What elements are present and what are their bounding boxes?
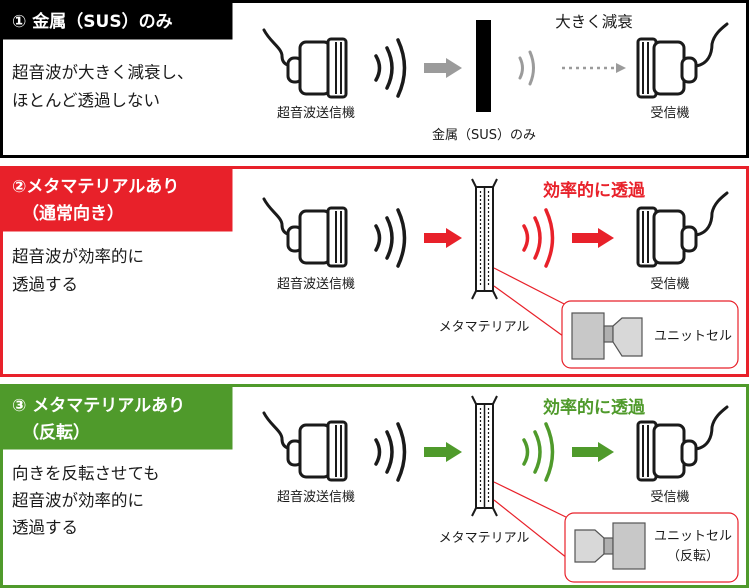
panel-sus: ① 金属（SUS）のみ 超音波が大きく減衰し、 ほとんど透過しない 超音波送信機… — [0, 0, 749, 158]
unit-cell-icon — [571, 312, 643, 360]
transmitter-label: 超音波送信機 — [277, 489, 355, 505]
panel-meta-reverse: ③ メタマテリアルあり （反転） 向きを反転させても 超音波が効率的に 透過する… — [0, 384, 749, 588]
panel-meta-normal: ②メタマテリアルあり （通常向き） 超音波が効率的に 透過する 超音波送信機 メ… — [0, 166, 749, 377]
panel-description-line: 超音波が効率的に — [12, 247, 144, 266]
panel-header-text: （通常向き） — [22, 203, 124, 224]
arrow-right-icon — [424, 58, 462, 78]
unit-cell-reversed-icon — [574, 522, 646, 570]
sound-waves-icon — [374, 422, 407, 482]
panel-header — [1, 1, 233, 40]
unit-cell-label: （反転） — [667, 549, 719, 564]
callout-line — [493, 481, 573, 521]
arrow-right-icon — [572, 442, 614, 462]
sound-waves-icon — [374, 208, 407, 268]
panel-header-text: ③ メタマテリアルあり — [12, 396, 185, 416]
barrier-label: メタマテリアル — [439, 320, 530, 335]
callout-box — [561, 300, 739, 369]
arrow-right-icon — [424, 228, 462, 248]
barrier-label: 金属（SUS）のみ — [432, 127, 536, 143]
transmitter-label: 超音波送信機 — [277, 105, 355, 121]
panel-description-line: 超音波が効率的に — [12, 491, 144, 510]
metal-barrier — [476, 20, 491, 112]
barrier-label: メタマテリアル — [439, 531, 530, 546]
sound-waves-icon — [522, 208, 555, 268]
attenuation-caption: 大きく減衰 — [555, 13, 633, 31]
arrow-right-icon — [424, 442, 462, 462]
panel-header-text: （反転） — [22, 422, 90, 443]
transmission-caption: 効率的に透過 — [543, 180, 646, 201]
weak-wave-icon — [518, 50, 535, 86]
panel-header-text: ① 金属（SUS）のみ — [12, 11, 173, 32]
callout-box — [564, 512, 739, 583]
unit-cell-label: ユニットセル — [654, 329, 732, 344]
panel-description-line: ほとんど透過しない — [12, 91, 160, 110]
metamaterial-slab — [471, 395, 498, 517]
receiver-label: 受信機 — [650, 277, 689, 292]
receiver-label: 受信機 — [650, 106, 689, 121]
transmitter-label: 超音波送信機 — [277, 276, 355, 292]
sound-waves-icon — [522, 422, 555, 482]
dotted-arrow-icon — [562, 63, 626, 73]
arrow-right-icon — [572, 228, 614, 248]
panel-header — [1, 167, 233, 232]
panel-description-line: 透過する — [12, 518, 78, 537]
panel-description-line: 向きを反転させても — [12, 464, 160, 483]
receiver-label: 受信機 — [650, 490, 689, 505]
metamaterial-slab — [471, 178, 498, 300]
unit-cell-label: ユニットセル — [654, 529, 732, 544]
panel-description-line: 透過する — [12, 275, 78, 294]
transmission-caption: 効率的に透過 — [543, 397, 646, 418]
sound-waves-icon — [374, 38, 407, 98]
panel-header-text: ②メタマテリアルあり — [12, 177, 179, 197]
callout-line — [493, 267, 575, 310]
callout-line — [493, 499, 573, 563]
panel-description-line: 超音波が大きく減衰し、 — [12, 63, 194, 82]
callout-line — [493, 285, 575, 345]
panel-header — [1, 385, 233, 450]
